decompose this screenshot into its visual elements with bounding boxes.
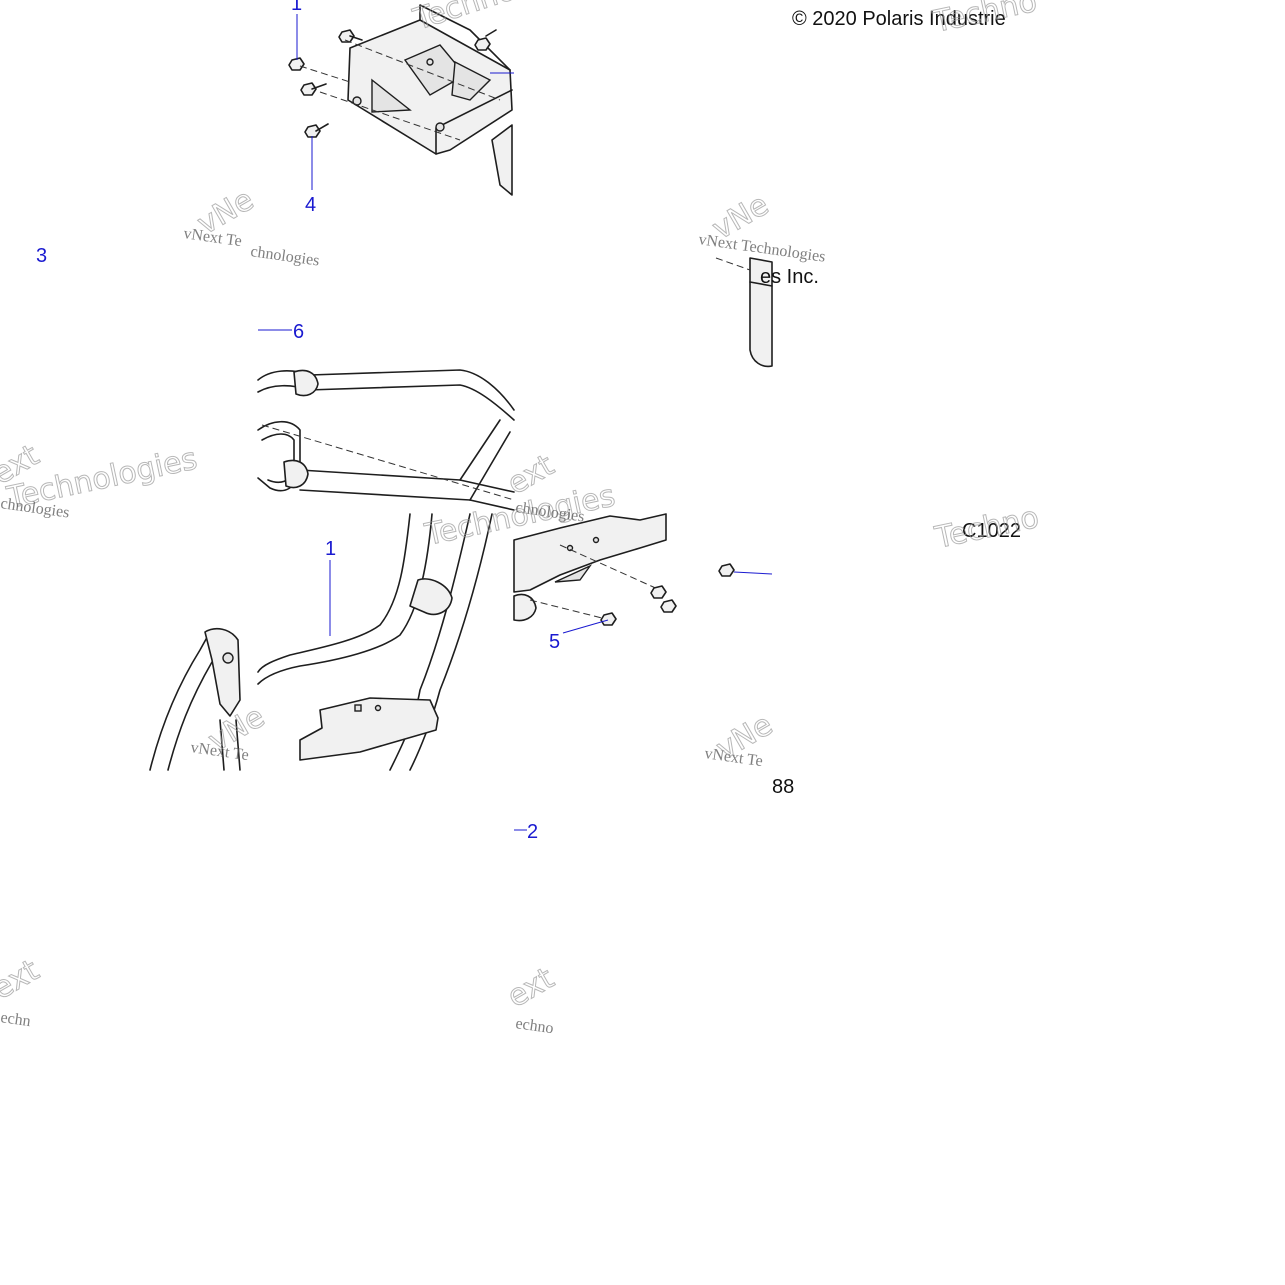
bolt-group-top xyxy=(288,29,497,138)
side-mount-bracket xyxy=(513,513,667,622)
bolt-group-right xyxy=(600,563,735,626)
copyright-text: © 2020 Polaris Industrie xyxy=(792,8,1006,30)
watermark-text: echno xyxy=(514,1015,554,1037)
bolt xyxy=(718,563,735,577)
bumper-assembly xyxy=(149,369,515,771)
callout-1: 1 xyxy=(325,538,336,560)
watermark-text: chnologies xyxy=(249,243,320,269)
watermark-text: echn xyxy=(0,1009,32,1030)
bolt xyxy=(660,599,677,613)
tow-plate xyxy=(715,257,773,368)
watermark-outline: ext xyxy=(0,953,45,1007)
page-number-fragment: 88 xyxy=(772,776,794,798)
bolt xyxy=(338,29,363,43)
callout-3-partial: 3 xyxy=(36,245,47,267)
mounting-bracket xyxy=(347,4,513,196)
watermark-layer: vNext Te vNe chnologies Techno Techno vN… xyxy=(0,0,1042,1037)
callout-6: 6 xyxy=(293,321,304,343)
bolt xyxy=(288,57,305,71)
watermark-outline: Techno xyxy=(931,500,1042,556)
callout-4: 4 xyxy=(305,194,316,216)
diagram-code: C1022 xyxy=(962,520,1021,542)
bolt xyxy=(300,82,327,96)
callout-2: 2 xyxy=(527,821,538,843)
leader-lines xyxy=(258,14,773,831)
watermark-outline: ext xyxy=(502,961,561,1015)
copyright-fragment: es Inc. xyxy=(760,266,819,288)
bolt xyxy=(600,612,617,626)
bolt xyxy=(474,29,497,51)
bolt xyxy=(304,123,329,138)
watermark-outline: Techno xyxy=(929,0,1040,40)
callout-3: 1 xyxy=(291,0,302,15)
watermark-outline: Techno xyxy=(409,0,520,38)
callout-5: 5 xyxy=(549,631,560,653)
bolt xyxy=(650,585,667,599)
